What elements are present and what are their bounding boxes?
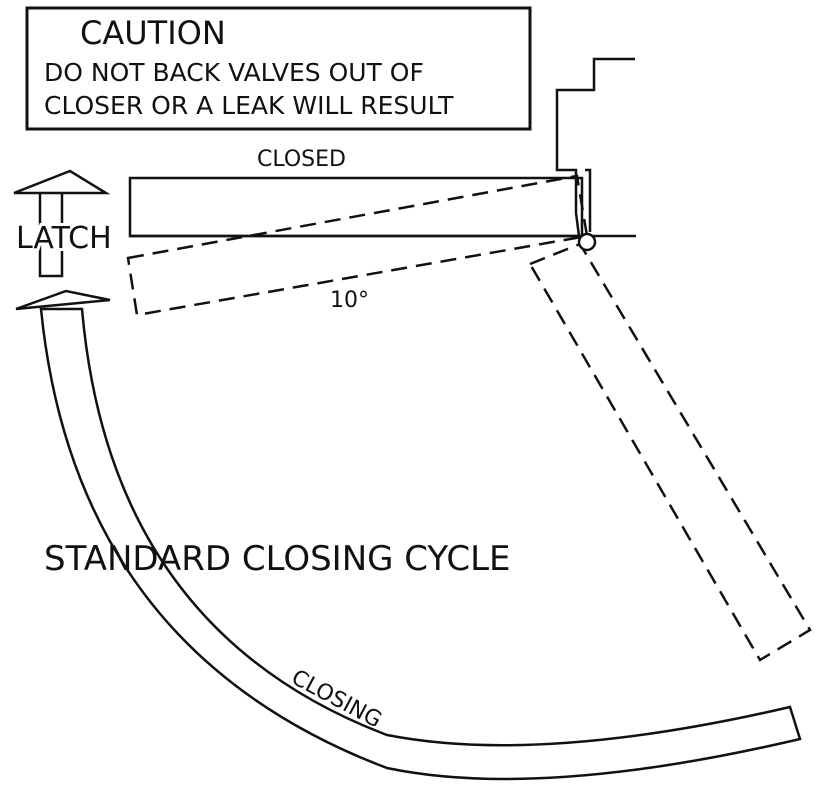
angle-label: 10°: [330, 288, 369, 313]
door-10-degree-outline: [126, 174, 589, 317]
closed-door-panel: [128, 176, 584, 238]
caution-box: CAUTION DO NOT BACK VALVES OUT OF CLOSER…: [25, 6, 532, 131]
latch-arrow: [13, 169, 111, 278]
latch-label: LATCH: [16, 221, 112, 256]
closing-arc-arrow: [15, 289, 802, 781]
frame-outer-profile: [555, 57, 635, 237]
caution-border: [25, 6, 532, 131]
closing-arc-band: [39, 307, 802, 781]
caution-title: CAUTION: [80, 14, 226, 52]
closed-label: CLOSED: [257, 147, 346, 172]
closed-door: CLOSED: [128, 147, 584, 238]
caution-line-2: CLOSER OR A LEAK WILL RESULT: [44, 91, 454, 120]
closing-arrow-head: [15, 289, 111, 311]
caution-line-1: DO NOT BACK VALVES OUT OF: [44, 58, 424, 87]
hinge-pivot: [577, 232, 597, 252]
door-10-degree-position: 10°: [126, 174, 589, 317]
cycle-label: STANDARD CLOSING CYCLE: [44, 539, 511, 579]
door-open-position: [528, 242, 812, 662]
frame-inner-profile: [585, 168, 592, 232]
latch-arrow-head: [13, 169, 111, 195]
door-open-outline: [528, 242, 812, 662]
latch-arrow-stem: [38, 193, 64, 278]
